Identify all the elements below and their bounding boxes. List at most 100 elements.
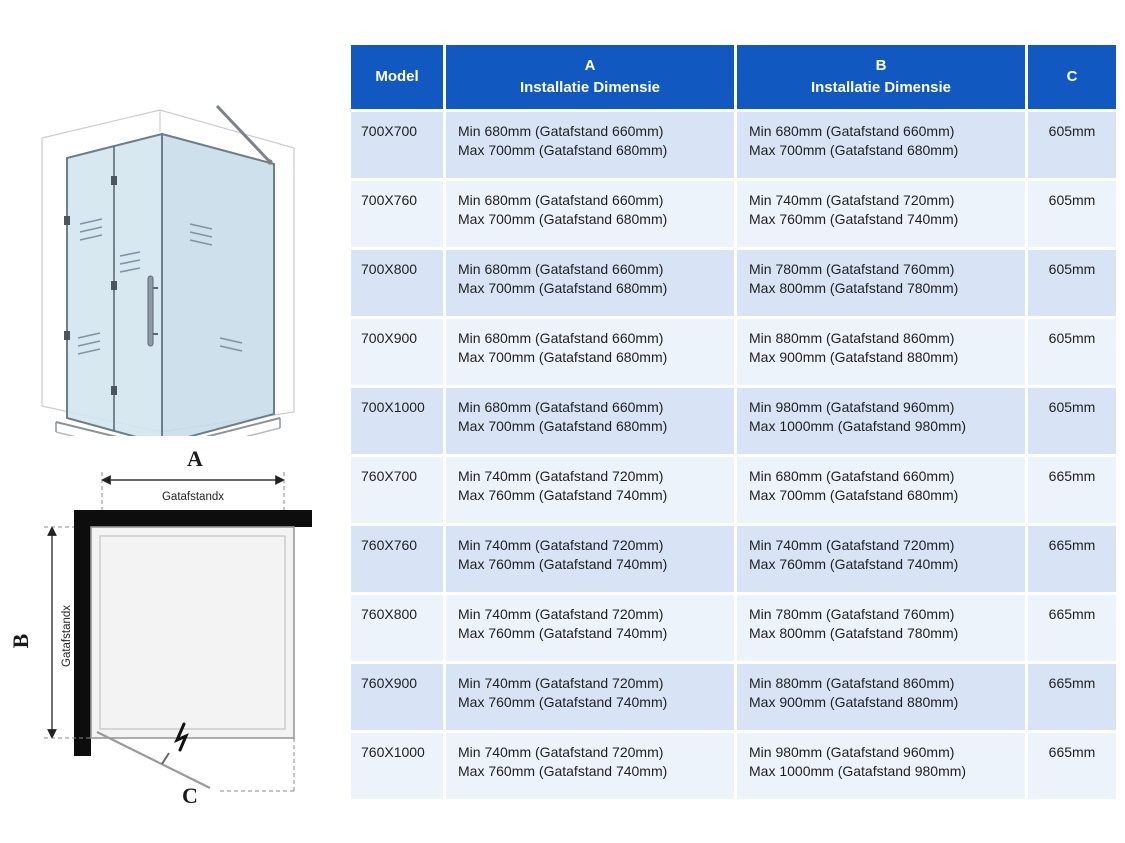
dim-a-cell: Min 740mm (Gatafstand 720mm) Max 760mm (…: [446, 595, 734, 661]
header-b-subtitle: Installatie Dimensie: [810, 79, 952, 96]
table-header-row: Model A Installatie Dimensie B Installat…: [351, 45, 1116, 109]
dim-a-max: Max 700mm (Gatafstand 680mm): [458, 349, 668, 366]
header-model: Model: [351, 45, 443, 109]
dim-b-max: Max 760mm (Gatafstand 740mm): [749, 556, 959, 573]
dim-b-min: Min 680mm (Gatafstand 660mm): [749, 123, 955, 139]
table-row: 760X900 Min 740mm (Gatafstand 720mm) Max…: [351, 664, 1116, 730]
model-cell: 700X700: [351, 112, 443, 178]
dim-c-cell: 605mm: [1028, 250, 1116, 316]
header-a-subtitle: Installatie Dimensie: [519, 79, 661, 96]
dim-a-min: Min 740mm (Gatafstand 720mm): [458, 675, 664, 691]
glass-hatch-marks: [77, 218, 243, 355]
door-hinges: [64, 176, 117, 395]
dim-b-cell: Min 740mm (Gatafstand 720mm) Max 760mm (…: [737, 181, 1025, 247]
model-cell: 700X1000: [351, 388, 443, 454]
gatafstand-y-label: Gatafstandx: [61, 605, 73, 667]
shower-tray: [55, 417, 281, 436]
model-cell: 760X800: [351, 595, 443, 661]
dim-b-max: Max 1000mm (Gatafstand 980mm): [749, 418, 967, 435]
table-row: 760X1000 Min 740mm (Gatafstand 720mm) Ma…: [351, 733, 1116, 799]
dim-b-cell: Min 780mm (Gatafstand 760mm) Max 800mm (…: [737, 250, 1025, 316]
dim-a-max: Max 760mm (Gatafstand 740mm): [458, 625, 668, 642]
dim-b-cell: Min 740mm (Gatafstand 720mm) Max 760mm (…: [737, 526, 1025, 592]
dim-b-max: Max 700mm (Gatafstand 680mm): [749, 142, 959, 159]
door-swing-line: [96, 731, 211, 789]
table-row: 760X700 Min 740mm (Gatafstand 720mm) Max…: [351, 457, 1116, 523]
table-row: 760X760 Min 740mm (Gatafstand 720mm) Max…: [351, 526, 1116, 592]
dim-b-cell: Min 880mm (Gatafstand 860mm) Max 900mm (…: [737, 664, 1025, 730]
dim-a-min: Min 740mm (Gatafstand 720mm): [458, 537, 664, 553]
header-a: A Installatie Dimensie: [446, 45, 734, 109]
dim-c-cell: 605mm: [1028, 388, 1116, 454]
dim-a-min: Min 740mm (Gatafstand 720mm): [458, 606, 664, 622]
dim-b-max: Max 900mm (Gatafstand 880mm): [749, 694, 959, 711]
dim-b-max: Max 760mm (Gatafstand 740mm): [749, 211, 959, 228]
dim-b-min: Min 880mm (Gatafstand 860mm): [749, 675, 955, 691]
dim-a-cell: Min 680mm (Gatafstand 660mm) Max 700mm (…: [446, 319, 734, 385]
dim-b-max: Max 700mm (Gatafstand 680mm): [749, 487, 959, 504]
table-row: 700X1000 Min 680mm (Gatafstand 660mm) Ma…: [351, 388, 1116, 454]
dim-a-cell: Min 680mm (Gatafstand 660mm) Max 700mm (…: [446, 181, 734, 247]
dim-a-min: Min 740mm (Gatafstand 720mm): [458, 744, 664, 760]
dim-b-max: Max 800mm (Gatafstand 780mm): [749, 625, 959, 642]
dim-a-max: Max 700mm (Gatafstand 680mm): [458, 142, 668, 159]
dim-b-max: Max 1000mm (Gatafstand 980mm): [749, 763, 967, 780]
model-cell: 700X800: [351, 250, 443, 316]
plan-view-diagram: A Gatafstandx B Gatafstandx: [12, 446, 312, 808]
dim-b-cell: Min 880mm (Gatafstand 860mm) Max 900mm (…: [737, 319, 1025, 385]
dim-c-cell: 665mm: [1028, 664, 1116, 730]
table-row: 700X800 Min 680mm (Gatafstand 660mm) Max…: [351, 250, 1116, 316]
dim-a-min: Min 740mm (Gatafstand 720mm): [458, 468, 664, 484]
dim-b-cell: Min 680mm (Gatafstand 660mm) Max 700mm (…: [737, 112, 1025, 178]
dim-b-min: Min 740mm (Gatafstand 720mm): [749, 192, 955, 208]
dim-b-cell: Min 980mm (Gatafstand 960mm) Max 1000mm …: [737, 733, 1025, 799]
model-cell: 700X760: [351, 181, 443, 247]
dim-a-max: Max 700mm (Gatafstand 680mm): [458, 418, 668, 435]
dim-c-extension-lines: [220, 738, 295, 792]
dim-c-cell: 665mm: [1028, 457, 1116, 523]
side-panel-glass: [161, 132, 275, 436]
dim-a-cell: Min 680mm (Gatafstand 660mm) Max 700mm (…: [446, 112, 734, 178]
dim-b-cell: Min 980mm (Gatafstand 960mm) Max 1000mm …: [737, 388, 1025, 454]
dim-b-min: Min 980mm (Gatafstand 960mm): [749, 399, 955, 415]
dim-b-min: Min 740mm (Gatafstand 720mm): [749, 537, 955, 553]
glass-panel-outline: [90, 526, 295, 739]
dim-b-min: Min 780mm (Gatafstand 760mm): [749, 606, 955, 622]
header-b: B Installatie Dimensie: [737, 45, 1025, 109]
dim-b-label: B: [12, 633, 33, 648]
header-a-title: A: [584, 56, 596, 74]
header-b-title: B: [875, 56, 887, 74]
table-row: 700X900 Min 680mm (Gatafstand 660mm) Max…: [351, 319, 1116, 385]
support-bar: [215, 104, 273, 165]
dim-a-arrow: [101, 472, 285, 510]
dim-a-cell: Min 740mm (Gatafstand 720mm) Max 760mm (…: [446, 526, 734, 592]
dim-a-min: Min 680mm (Gatafstand 660mm): [458, 123, 664, 139]
dim-b-min: Min 780mm (Gatafstand 760mm): [749, 261, 955, 277]
dim-a-cell: Min 740mm (Gatafstand 720mm) Max 760mm (…: [446, 664, 734, 730]
dim-b-max: Max 900mm (Gatafstand 880mm): [749, 349, 959, 366]
dim-b-cell: Min 680mm (Gatafstand 660mm) Max 700mm (…: [737, 457, 1025, 523]
dim-c-cell: 665mm: [1028, 733, 1116, 799]
dim-a-max: Max 760mm (Gatafstand 740mm): [458, 694, 668, 711]
dim-a-label: A: [187, 446, 203, 471]
dim-b-min: Min 880mm (Gatafstand 860mm): [749, 330, 955, 346]
dim-c-cell: 605mm: [1028, 112, 1116, 178]
model-cell: 760X900: [351, 664, 443, 730]
table-row: 700X700 Min 680mm (Gatafstand 660mm) Max…: [351, 112, 1116, 178]
dim-b-max: Max 800mm (Gatafstand 780mm): [749, 280, 959, 297]
dim-b-arrow: [44, 526, 91, 739]
model-cell: 760X1000: [351, 733, 443, 799]
shower-3d-diagram: [41, 104, 295, 436]
wall-top: [74, 510, 312, 527]
dim-c-cell: 665mm: [1028, 526, 1116, 592]
table-row: 700X760 Min 680mm (Gatafstand 660mm) Max…: [351, 181, 1116, 247]
dim-b-min: Min 980mm (Gatafstand 960mm): [749, 744, 955, 760]
dim-c-cell: 605mm: [1028, 319, 1116, 385]
wall-left: [74, 510, 91, 756]
dim-a-min: Min 680mm (Gatafstand 660mm): [458, 261, 664, 277]
door-handle-mark: [174, 722, 189, 752]
dim-a-cell: Min 740mm (Gatafstand 720mm) Max 760mm (…: [446, 457, 734, 523]
dim-a-min: Min 680mm (Gatafstand 660mm): [458, 330, 664, 346]
dim-a-max: Max 760mm (Gatafstand 740mm): [458, 487, 668, 504]
